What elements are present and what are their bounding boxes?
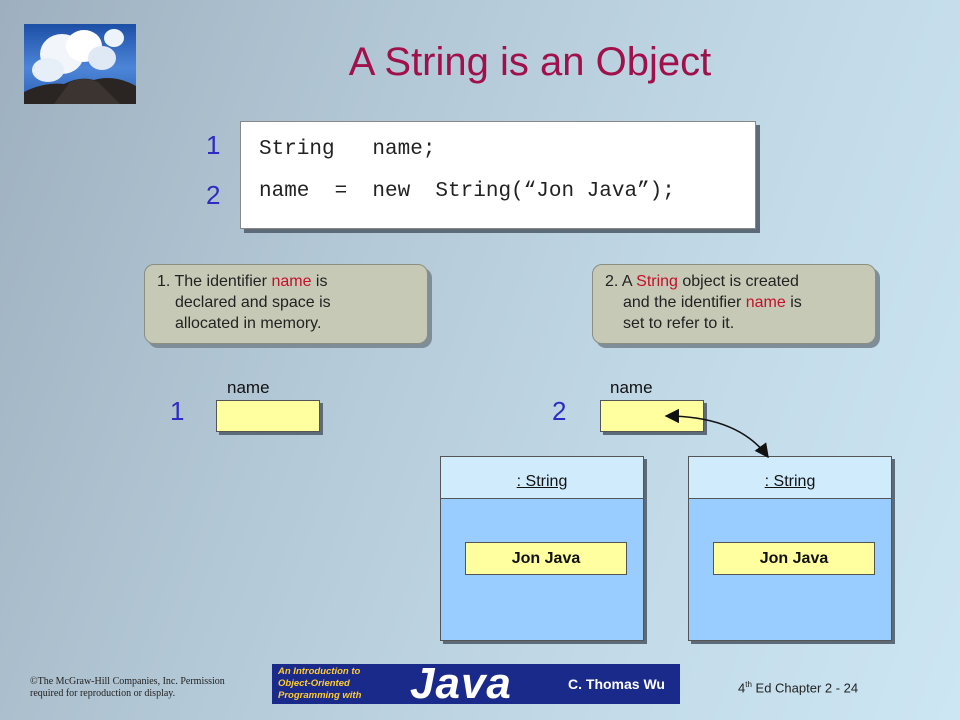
code-line-number-1: 1 <box>206 130 221 160</box>
string-object-state-1: : String Jon Java <box>440 456 644 641</box>
callout-2-keyword-string: String <box>636 273 678 290</box>
state-1-variable-label: name <box>227 378 270 397</box>
callout-1-line-1: 1. The identifier name is <box>157 271 327 292</box>
banner-java-word: Java <box>410 664 512 704</box>
banner-line-2: Object-Oriented <box>278 678 350 689</box>
edition-suffix: th <box>745 680 752 689</box>
copyright-line-1: ©The McGraw-Hill Companies, Inc. Permiss… <box>30 676 225 687</box>
chapter-page-label: 4th Ed Chapter 2 - 24 <box>738 680 858 695</box>
state-2-variable-label: name <box>610 378 653 397</box>
code-line-number-2: 2 <box>206 180 221 210</box>
banner-subtitle: An Introduction to Object-Oriented Progr… <box>278 666 361 702</box>
banner-author: C. Thomas Wu <box>568 676 665 692</box>
string-object-2-type: : String <box>764 473 816 490</box>
code-box: String name; name = new String(“Jon Java… <box>240 121 756 229</box>
callout-2-line-2: and the identifier name is <box>623 292 802 313</box>
code-line-2: name = new String(“Jon Java”); <box>259 180 675 203</box>
string-object-2-header: : String <box>689 457 891 499</box>
book-banner: An Introduction to Object-Oriented Progr… <box>272 664 680 704</box>
string-object-1-type: : String <box>516 473 568 490</box>
callout-1-number: 1. <box>157 273 171 290</box>
callout-1-text: The identifier <box>174 273 272 290</box>
string-object-2-value: Jon Java <box>713 542 875 575</box>
string-object-1-value: Jon Java <box>465 542 627 575</box>
callout-2-line-2-end: is <box>785 294 802 311</box>
banner-line-3: Programming with <box>278 690 362 701</box>
callout-2-number: 2. <box>605 273 619 290</box>
wave-logo-image <box>24 24 136 104</box>
string-object-1-header: : String <box>441 457 643 499</box>
callout-1-line-2: declared and space is <box>175 294 331 311</box>
callout-step-2: 2. A String object is created and the id… <box>592 264 876 344</box>
slide-title: A String is an Object <box>348 40 712 84</box>
callout-2-line-2-text: and the identifier <box>623 294 746 311</box>
callout-2-text: A <box>621 273 637 290</box>
edition-number: 4 <box>738 680 746 696</box>
state-2-number: 2 <box>552 396 567 426</box>
callout-step-1: 1. The identifier name is declared and s… <box>144 264 428 344</box>
callout-1-line-3: allocated in memory. <box>175 315 322 332</box>
banner-line-1: An Introduction to <box>278 666 361 677</box>
state-1-number: 1 <box>170 396 185 426</box>
callout-2-text-end: object is created <box>677 273 799 290</box>
copyright-notice: ©The McGraw-Hill Companies, Inc. Permiss… <box>30 676 225 700</box>
copyright-line-2: required for reproduction or display. <box>30 688 176 699</box>
callout-1-text-end: is <box>311 273 328 290</box>
callout-2-keyword-name: name <box>745 294 786 311</box>
state-1-name-variable-box <box>216 400 320 432</box>
callout-1-keyword: name <box>271 273 312 290</box>
chapter-text: Ed Chapter 2 - 24 <box>751 680 859 696</box>
string-object-state-2: : String Jon Java <box>688 456 892 641</box>
callout-2-line-1: 2. A String object is created <box>605 271 799 292</box>
code-line-1: String name; <box>259 138 436 161</box>
callout-2-line-3: set to refer to it. <box>623 315 735 332</box>
